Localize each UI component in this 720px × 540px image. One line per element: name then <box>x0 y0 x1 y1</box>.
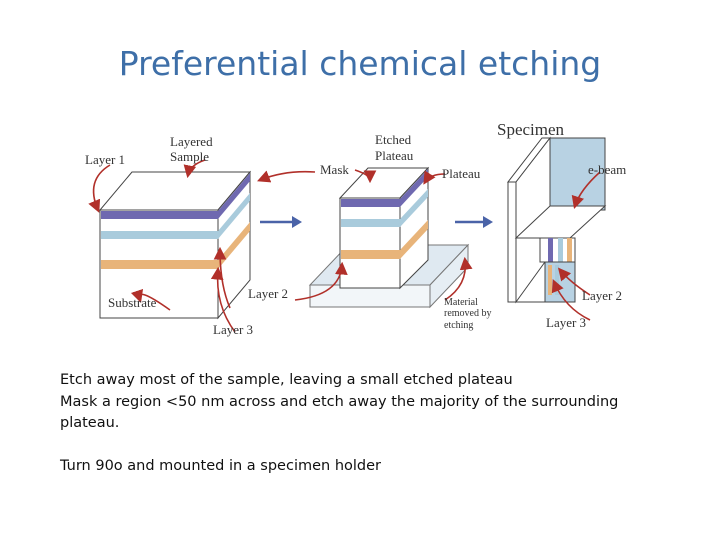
specimen-block <box>506 136 607 304</box>
diagram-labels: Layer 1 Layered Sample Substrate Layer 2… <box>85 120 626 337</box>
label-etched-1: Etched <box>375 132 412 147</box>
caption-spacer <box>60 435 660 456</box>
label-mask: Mask <box>320 162 349 177</box>
label-layer1: Layer 1 <box>85 152 125 167</box>
page-title: Preferential chemical etching <box>118 44 602 83</box>
label-layer2-left: Layer 2 <box>248 286 288 301</box>
label-layered-1: Layered <box>170 134 213 149</box>
pointer-arrows <box>88 159 601 333</box>
caption-line-2: Mask a region <50 nm across and etch awa… <box>60 393 619 432</box>
caption: Etch away most of the sample, leaving a … <box>60 370 660 477</box>
label-layer3-left: Layer 3 <box>213 322 253 337</box>
caption-line-1: Etch away most of the sample, leaving a … <box>60 372 513 388</box>
label-ebeam: e-beam <box>588 162 626 177</box>
label-layer3-right: Layer 3 <box>546 315 586 330</box>
process-arrow-1 <box>260 216 302 228</box>
etching-diagram-svg: Layer 1 Layered Sample Substrate Layer 2… <box>85 120 626 337</box>
label-substrate: Substrate <box>108 295 157 310</box>
label-specimen: Specimen <box>497 120 565 139</box>
label-plateau: Plateau <box>442 166 481 181</box>
process-arrow-2 <box>455 216 493 228</box>
label-layered-2: Sample <box>170 149 209 164</box>
label-material-1: Material <box>444 297 478 308</box>
etched-plateau-block <box>308 166 470 309</box>
etching-diagram: Layer 1 Layered Sample Substrate Layer 2… <box>70 110 650 345</box>
label-etched-2: Plateau <box>375 148 414 163</box>
caption-line-3: Turn 90o and mounted in a specimen holde… <box>60 457 381 474</box>
label-material-2: removed by <box>444 308 492 319</box>
label-material-3: etching <box>444 320 473 331</box>
label-layer2-right: Layer 2 <box>582 288 622 303</box>
